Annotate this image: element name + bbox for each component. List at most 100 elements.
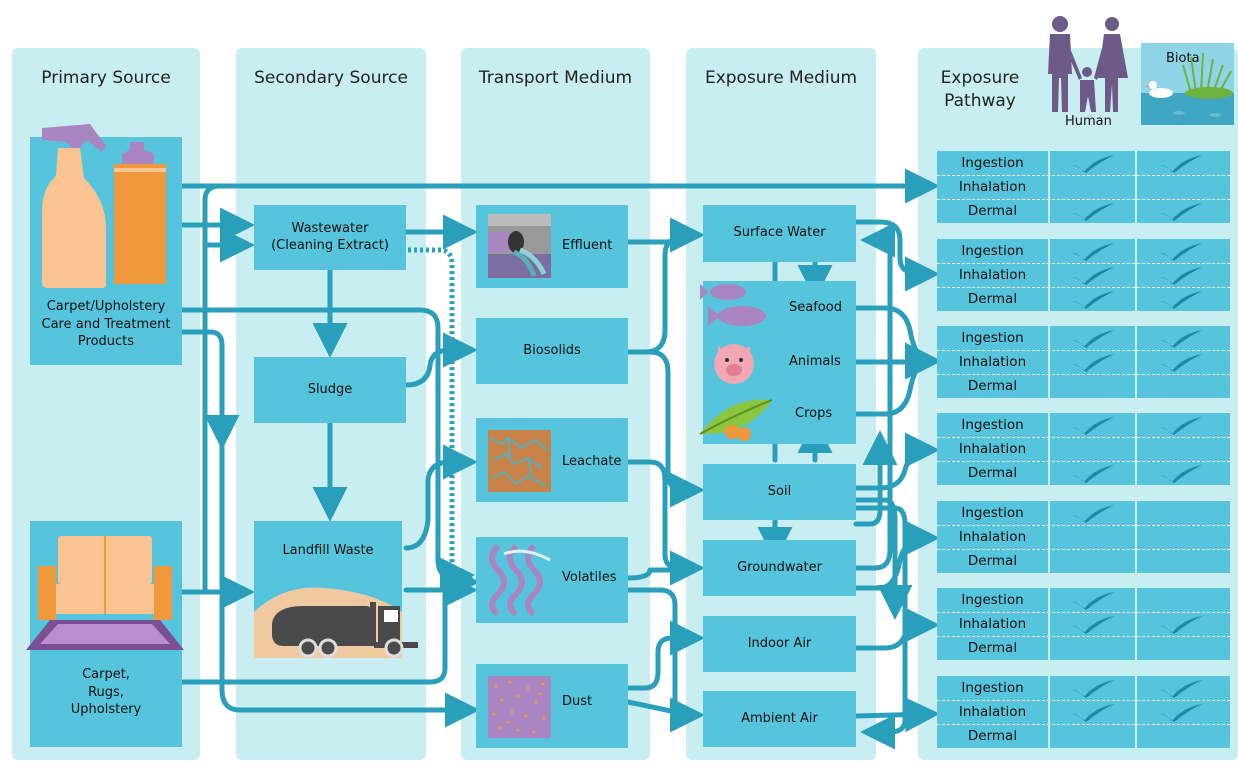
human-check-block [1050, 413, 1135, 485]
biota-check-icon [1158, 463, 1204, 487]
effluent-pipe-icon [488, 214, 551, 278]
ambient-air-label: Ambient Air [741, 710, 818, 726]
human-check-icon [1070, 503, 1116, 527]
indoor-air-label: Indoor Air [747, 635, 812, 651]
human-check-icon [1070, 289, 1116, 313]
pathway-label-dermal: Dermal [967, 291, 1018, 307]
human-check-icon [1070, 415, 1116, 439]
pathway-label-block [937, 239, 1048, 311]
pathway-label-inhalation: Inhalation [958, 267, 1027, 283]
effluent-label: Effluent [562, 238, 613, 253]
pathway-label-ingestion: Ingestion [961, 417, 1024, 433]
sludge-box: Sludge [254, 357, 406, 423]
biota-check-icon [1158, 702, 1204, 726]
biota-label: Biota [1166, 51, 1200, 66]
pathway-label-ingestion: Ingestion [961, 680, 1024, 696]
pathway-label-dermal: Dermal [967, 378, 1018, 394]
volatiles-label: Volatiles [562, 570, 617, 585]
pathway-label-ingestion: Ingestion [961, 243, 1024, 259]
indoor-air-box: Indoor Air [703, 616, 856, 672]
biota-check-icon [1158, 289, 1204, 313]
groundwater-box: Groundwater [703, 540, 856, 596]
human-family-icon [1048, 16, 1128, 112]
biota-check-icon [1158, 153, 1204, 177]
pathway-label-ingestion: Ingestion [961, 505, 1024, 521]
human-check-icon [1070, 153, 1116, 177]
pathway-row-divider [937, 700, 1230, 701]
pathway-label-dermal: Dermal [967, 640, 1018, 656]
pathway-label-inhalation: Inhalation [958, 441, 1027, 457]
volatiles-vapor-icon [489, 544, 551, 616]
pathway-label-block [937, 326, 1048, 398]
secondary-source-title: Secondary Source [254, 68, 408, 88]
sludge-label: Sludge [307, 381, 353, 397]
biota-check-icon [1158, 678, 1204, 702]
pathway-label-block [937, 151, 1048, 223]
pathway-label-dermal: Dermal [967, 465, 1018, 481]
human-check-icon [1070, 265, 1116, 289]
pathway-label-inhalation: Inhalation [958, 179, 1027, 195]
ambient-air-box: Ambient Air [703, 691, 856, 747]
surface-water-label: Surface Water [733, 225, 826, 241]
human-check-icon [1070, 328, 1116, 352]
leachate-label: Leachate [562, 454, 622, 469]
biota-check-icon [1158, 614, 1204, 638]
dust-particles-icon [488, 676, 551, 738]
leachate-cracked-soil-icon [488, 430, 551, 492]
pathway-label-block [937, 501, 1048, 573]
pathway-row-divider [937, 612, 1230, 613]
pathway-row-divider [937, 175, 1230, 176]
pathway-label-block [937, 676, 1048, 748]
groundwater-label: Groundwater [737, 559, 822, 575]
fish-icon [700, 284, 766, 326]
human-check-icon [1070, 702, 1116, 726]
human-check-block [1050, 326, 1135, 398]
seafood-label: Seafood [789, 300, 842, 315]
pathway-label-inhalation: Inhalation [958, 354, 1027, 370]
human-check-block [1050, 151, 1135, 223]
biosolids-box: Biosolids [476, 318, 628, 384]
transport-medium-title: Transport Medium [478, 68, 633, 88]
pathway-label-ingestion: Ingestion [961, 592, 1024, 608]
animals-label: Animals [789, 354, 841, 369]
pathway-row-divider [937, 636, 1230, 637]
human-check-block [1050, 588, 1135, 660]
surface-water-box: Surface Water [703, 205, 856, 262]
pathway-label-inhalation: Inhalation [958, 704, 1027, 720]
pathway-row-divider [937, 437, 1230, 438]
biota-check-block [1137, 501, 1230, 573]
transport-medium-column: Transport Medium [461, 48, 650, 760]
pathway-label-inhalation: Inhalation [958, 529, 1027, 545]
human-check-icon [1070, 241, 1116, 265]
pig-icon [714, 344, 754, 384]
sofa-icon [26, 536, 184, 650]
pathway-label-dermal: Dermal [967, 728, 1018, 744]
pathway-row-divider [937, 287, 1230, 288]
human-check-icon [1070, 463, 1116, 487]
biota-check-icon [1158, 265, 1204, 289]
human-check-block [1050, 239, 1135, 311]
wastewater-box: Wastewater (Cleaning Extract) [254, 205, 406, 270]
pathway-label-block [937, 588, 1048, 660]
landfill-waste-label: Landfill Waste [282, 543, 374, 558]
biota-check-icon [1158, 241, 1204, 265]
biota-check-icon [1158, 328, 1204, 352]
wastewater-label: Wastewater (Cleaning Extract) [271, 221, 389, 253]
carpet-care-label: Carpet/Upholstery Care and Treatment Pro… [41, 299, 171, 350]
pathway-label-dermal: Dermal [967, 203, 1018, 219]
human-label: Human [1065, 114, 1112, 129]
exposure-medium-title: Exposure Medium [704, 68, 858, 88]
pathway-row-divider [937, 461, 1230, 462]
soil-label: Soil [767, 483, 792, 499]
pathway-label-block [937, 413, 1048, 485]
carpet-rugs-label: Carpet, Rugs, Upholstery [70, 667, 142, 718]
aerosol-can-icon [114, 142, 166, 284]
crops-label: Crops [795, 406, 833, 421]
spray-bottle-icon [42, 124, 106, 288]
biota-habitat-icon [1141, 43, 1234, 125]
pathway-label-ingestion: Ingestion [961, 155, 1024, 171]
primary-source-title: Primary Source [41, 68, 171, 88]
garbage-truck-icon [254, 587, 418, 658]
human-check-block [1050, 676, 1135, 748]
biosolids-label: Biosolids [523, 342, 581, 358]
